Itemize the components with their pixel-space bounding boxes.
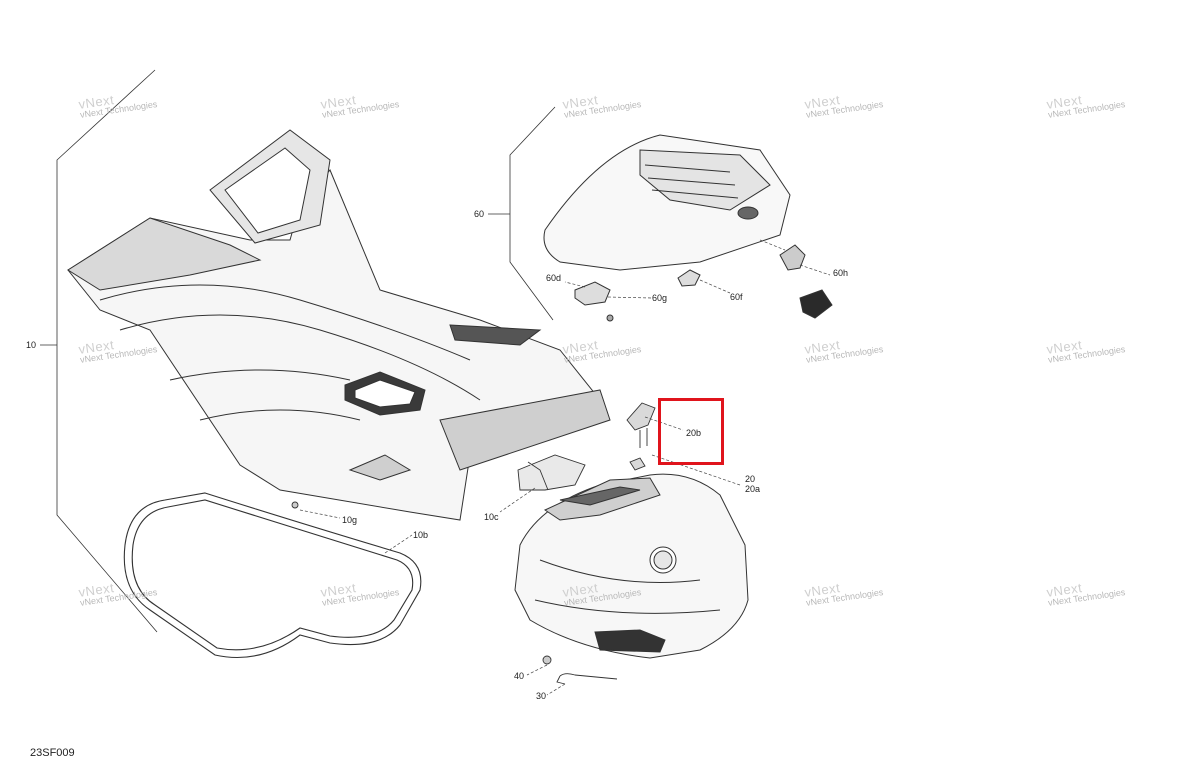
seat-drawing xyxy=(67,129,611,521)
callout-10c[interactable]: 10c xyxy=(484,512,499,522)
callout-60f[interactable]: 60f xyxy=(730,292,743,302)
callout-20[interactable]: 20 xyxy=(745,474,756,484)
callout-60g[interactable]: 60g xyxy=(652,293,668,303)
leader-lines xyxy=(299,239,831,696)
callout-60d[interactable]: 60d xyxy=(546,273,562,283)
lid-drawing xyxy=(543,134,833,322)
callout-60[interactable]: 60 xyxy=(474,209,485,219)
callout-20a[interactable]: 20a xyxy=(745,484,761,494)
bracket-60 xyxy=(509,106,556,321)
fasteners-drawing xyxy=(291,501,618,685)
latch-20b-drawing xyxy=(626,402,656,471)
callout-20b[interactable]: 20b xyxy=(686,428,702,438)
storage-bin-drawing xyxy=(514,473,749,659)
gasket-drawing xyxy=(123,492,422,658)
callout-10[interactable]: 10 xyxy=(26,340,37,350)
callout-30[interactable]: 30 xyxy=(536,691,547,701)
highlight-box-20b xyxy=(658,398,724,465)
diagram-id: 23SF009 xyxy=(30,747,75,759)
callout-60h[interactable]: 60h xyxy=(833,268,849,278)
callout-10b[interactable]: 10b xyxy=(413,530,429,540)
callout-10g[interactable]: 10g xyxy=(342,515,358,525)
callout-40[interactable]: 40 xyxy=(514,671,525,681)
bracket-10 xyxy=(56,69,158,633)
part-10c-drawing xyxy=(517,454,586,491)
